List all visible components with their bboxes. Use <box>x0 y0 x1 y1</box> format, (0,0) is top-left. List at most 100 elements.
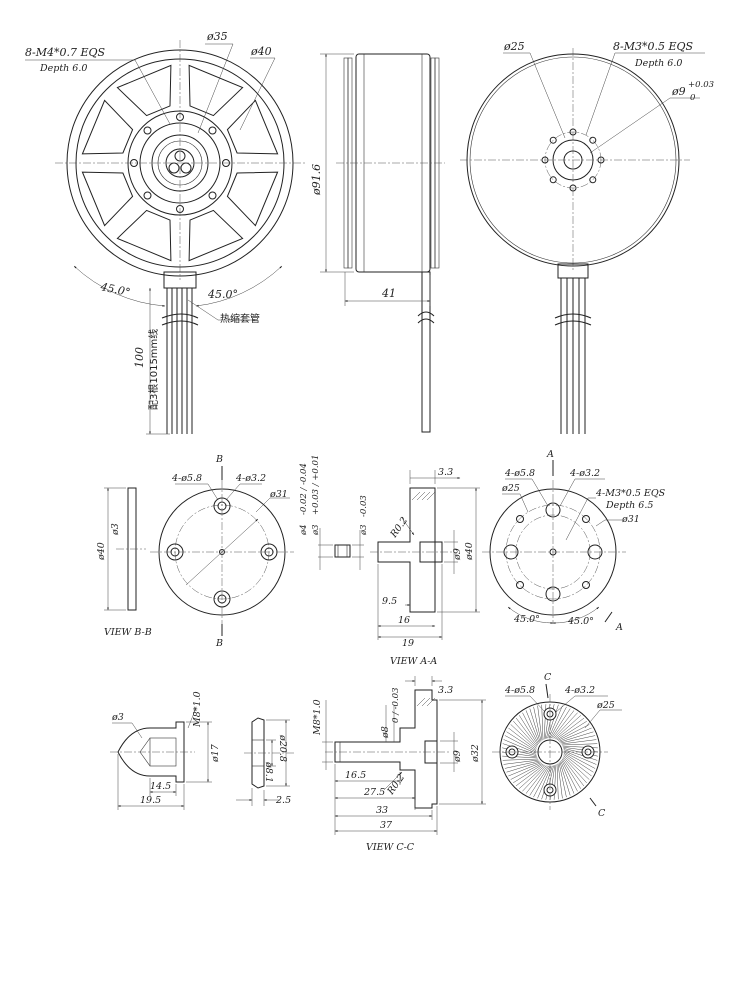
view-c-face: C C 4-ø5.8 4-ø3.2 ø25 <box>492 672 622 819</box>
front-mount-hole <box>208 191 217 200</box>
pin-d3-fit-label: ø3 <box>359 524 369 536</box>
front-mount-hole <box>143 126 152 135</box>
a-thread-callout: 4-M3*0.5 EQS <box>595 488 666 499</box>
rear-mount-hole <box>549 136 557 144</box>
cc-section <box>334 689 438 809</box>
a-section-bottom: A <box>615 622 623 633</box>
pin-d4-label: ø4 <box>299 524 309 536</box>
cc-title: VIEW C-C <box>366 842 415 853</box>
bb-holes-small: 4-ø3.2 <box>235 473 266 484</box>
washer-d208-label: ø20.8 <box>277 734 288 762</box>
front-shaft-hole-1 <box>174 150 186 162</box>
pin-d3-fit-tol: -0.03 <box>359 495 369 517</box>
bb-section-top: B <box>215 454 223 465</box>
cc-d8-tol: 0 / -0.03 <box>391 688 401 723</box>
aa-d9-label: ø9 <box>452 548 463 561</box>
cc-thread-label: M8*1.0 <box>312 699 323 736</box>
pin-detail: ø4 -0.02 / -0.04 ø3 +0.03 / +0.01 ø3 -0.… <box>299 455 369 570</box>
front-vent-window <box>116 64 172 117</box>
cc-r02-label: R0.2 <box>385 772 407 797</box>
front-mount-hole <box>208 126 217 135</box>
nut-l145-label: 14.5 <box>150 781 171 792</box>
pin-d3-tol: +0.03 / +0.01 <box>311 455 321 515</box>
c-section-top: C <box>544 672 552 683</box>
front-d40-label: ø40 <box>250 45 272 58</box>
cc-l275-label: 27.5 <box>363 787 385 798</box>
a-section-top: A <box>546 449 554 460</box>
side-cable <box>421 271 431 433</box>
side-diameter-label: ø91.6 <box>310 164 323 196</box>
c-holes-large: 4-ø5.8 <box>504 685 535 696</box>
cc-d9-label: ø9 <box>452 750 463 763</box>
view-cc: M8*1.0 ø8 0 / -0.03 3.3 ø9 ø32 R0.2 16.5… <box>312 676 486 853</box>
pin-body <box>334 544 351 558</box>
bb-d31-label: ø31 <box>269 489 288 500</box>
c-holes-small: 4-ø3.2 <box>564 685 595 696</box>
a-holes-small: 4-ø3.2 <box>569 468 600 479</box>
a-holes-large: 4-ø5.8 <box>504 468 535 479</box>
front-mount-hole <box>143 191 152 200</box>
bb-d40-label: ø40 <box>96 542 107 561</box>
rear-view: ø25 8-M3*0.5 EQS Depth 6.0 ø9 +0.03 0 <box>460 40 714 434</box>
pin-d3-label: ø3 <box>311 524 321 536</box>
front-angle-right: 45.0° <box>207 288 238 301</box>
aa-r02-label: R0.2 <box>388 515 410 540</box>
aa-t33-label: 3.3 <box>438 467 453 478</box>
rear-mount-hole <box>589 176 597 184</box>
aa-l95-label: 9.5 <box>382 596 397 607</box>
nut-detail: ø3 M8*1.0 ø17 14.5 19.5 <box>110 691 221 810</box>
front-shaft-hole-2 <box>168 162 180 174</box>
rear-thread-callout: 8-M3*0.5 EQS <box>613 40 694 53</box>
front-lead-note: 配3根1015mm线 <box>147 329 160 410</box>
aa-l16-label: 16 <box>398 615 410 626</box>
aa-title: VIEW A-A <box>390 656 437 667</box>
rear-mount-hole <box>549 176 557 184</box>
front-lead-length: 100 <box>133 347 146 368</box>
side-width-label: 41 <box>381 287 396 300</box>
bb-section-bottom: B <box>215 638 223 649</box>
rear-d25-label: ø25 <box>503 40 525 53</box>
rear-thread-depth: Depth 6.0 <box>634 58 682 69</box>
aa-hatching <box>411 491 436 501</box>
washer-body <box>251 717 265 789</box>
nut-d17-label: ø17 <box>210 743 221 763</box>
front-vent-window <box>81 171 134 227</box>
front-thread-depth: Depth 6.0 <box>39 63 87 74</box>
bb-face-circle <box>158 488 286 616</box>
aa-section <box>377 487 443 613</box>
a-thread-depth: Depth 6.5 <box>605 500 653 511</box>
front-shaft-hole-3 <box>180 162 192 174</box>
cc-d8-label: ø8 <box>380 726 391 739</box>
front-vent-window <box>81 99 134 155</box>
c-section-bottom: C <box>598 808 606 819</box>
cc-l37-label: 37 <box>380 820 393 831</box>
cc-d32-label: ø32 <box>470 744 481 763</box>
cc-hatching <box>416 697 436 707</box>
cc-t33-label: 3.3 <box>438 685 453 696</box>
washer-detail: ø8.1 ø20.8 2.5 <box>236 717 296 806</box>
rear-mount-hole <box>589 136 597 144</box>
front-vent-window <box>226 171 279 227</box>
washer-d81-label: ø8.1 <box>263 761 274 783</box>
front-vent-window <box>116 209 172 262</box>
front-vent-window <box>188 64 244 117</box>
washer-t25-label: 2.5 <box>275 795 291 806</box>
front-vent-window <box>226 99 279 155</box>
front-angle-left: 45.0° <box>98 280 131 299</box>
view-bb: ø40 ø3 B B 4-ø5.8 4-ø3.2 ø31 VIEW B-B <box>96 454 294 649</box>
front-thread-callout: 8-M4*0.7 EQS <box>25 46 106 59</box>
rear-bore-label: ø9 <box>671 85 686 98</box>
rear-bore-tol-lower: 0 <box>690 93 696 103</box>
cc-l165-label: 16.5 <box>345 770 366 781</box>
view-aa: 3.3 R0.2 ø9 ø40 9.5 16 19 VIEW A-A <box>370 467 480 667</box>
nut-l195-label: 19.5 <box>140 795 161 806</box>
aa-l19-label: 19 <box>402 638 414 649</box>
a-d25-label: ø25 <box>501 483 520 494</box>
pin-d4-tol: -0.02 / -0.04 <box>299 463 309 515</box>
front-view: 8-M4*0.7 EQS Depth 6.0 ø35 ø40 45.0° 45.… <box>25 30 305 435</box>
rear-bore-tol-upper: +0.03 <box>688 80 714 90</box>
front-vent-window <box>188 209 244 262</box>
front-mount-holes <box>130 113 230 213</box>
view-a-face: A A 4-ø5.8 4-ø3.2 ø25 4-M3*0.5 EQS Depth… <box>482 449 666 633</box>
